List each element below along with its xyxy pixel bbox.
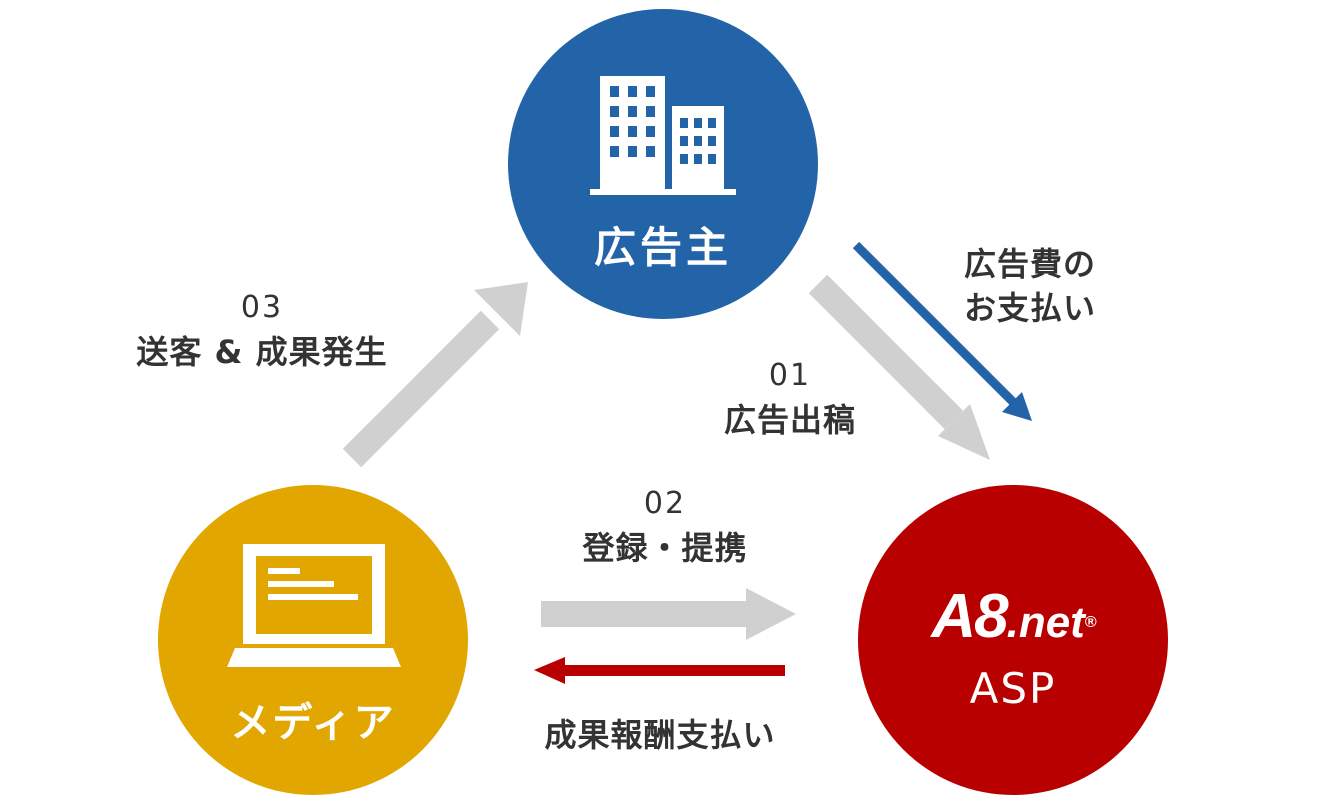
- node-asp-circle: [858, 485, 1168, 795]
- step-number-02: 02: [643, 486, 687, 521]
- arrow-traffic-head: [474, 282, 528, 336]
- ad-placement-label: 広告出稿: [723, 401, 856, 439]
- registered-mark: ®: [1084, 614, 1097, 631]
- node-advertiser: [508, 9, 818, 319]
- traffic-label: 送客 & 成果発生: [136, 333, 388, 371]
- arrow-reward-shaft: [560, 665, 785, 676]
- arrow-reward-head: [534, 657, 565, 684]
- node-asp: [858, 485, 1168, 795]
- arrow-ad-placement-shaft: [808, 274, 964, 430]
- advertiser-label: 広告主: [593, 223, 732, 272]
- arrow-ad-fee-head: [1002, 392, 1032, 421]
- registration-label: 登録・提携: [582, 529, 748, 567]
- reward-label: 成果報酬支払い: [544, 716, 776, 754]
- ad-fee-label-line2: お支払い: [963, 289, 1096, 327]
- reward-edge-label: 成果報酬支払い: [510, 713, 810, 757]
- office-building-icon: [590, 76, 736, 195]
- arrow-traffic-shaft: [342, 310, 500, 468]
- traffic-edge-label: 03 送客 & 成果発生: [112, 286, 412, 374]
- node-media: [158, 485, 468, 795]
- arrow-registration-shaft: [541, 601, 751, 627]
- logo-suffix: .net: [1006, 598, 1085, 647]
- laptop-icon: [227, 544, 401, 667]
- arrow-ad-placement-head: [938, 404, 990, 460]
- arrow-registration: [541, 588, 796, 640]
- arrow-reward: [534, 657, 785, 684]
- media-label: メディア: [230, 700, 396, 746]
- registration-edge-label: 02 登録・提携: [545, 482, 785, 570]
- step-number-01: 01: [768, 358, 812, 393]
- step-number-03: 03: [240, 290, 284, 325]
- ad-fee-label-line1: 広告費の: [963, 245, 1096, 283]
- a8net-logo: A8.net®: [858, 582, 1168, 658]
- arrow-ad-fee: [852, 241, 1032, 421]
- arrow-registration-head: [746, 588, 796, 640]
- asp-label: ASP: [969, 664, 1057, 713]
- arrow-ad-placement: [808, 274, 990, 460]
- ad-fee-edge-label: 広告費の お支払い: [940, 242, 1120, 330]
- arrow-traffic: [342, 282, 528, 468]
- ad-placement-edge-label: 01 広告出稿: [700, 354, 880, 442]
- logo-mark: A8: [931, 582, 1008, 651]
- arrow-ad-fee-shaft: [852, 241, 1018, 407]
